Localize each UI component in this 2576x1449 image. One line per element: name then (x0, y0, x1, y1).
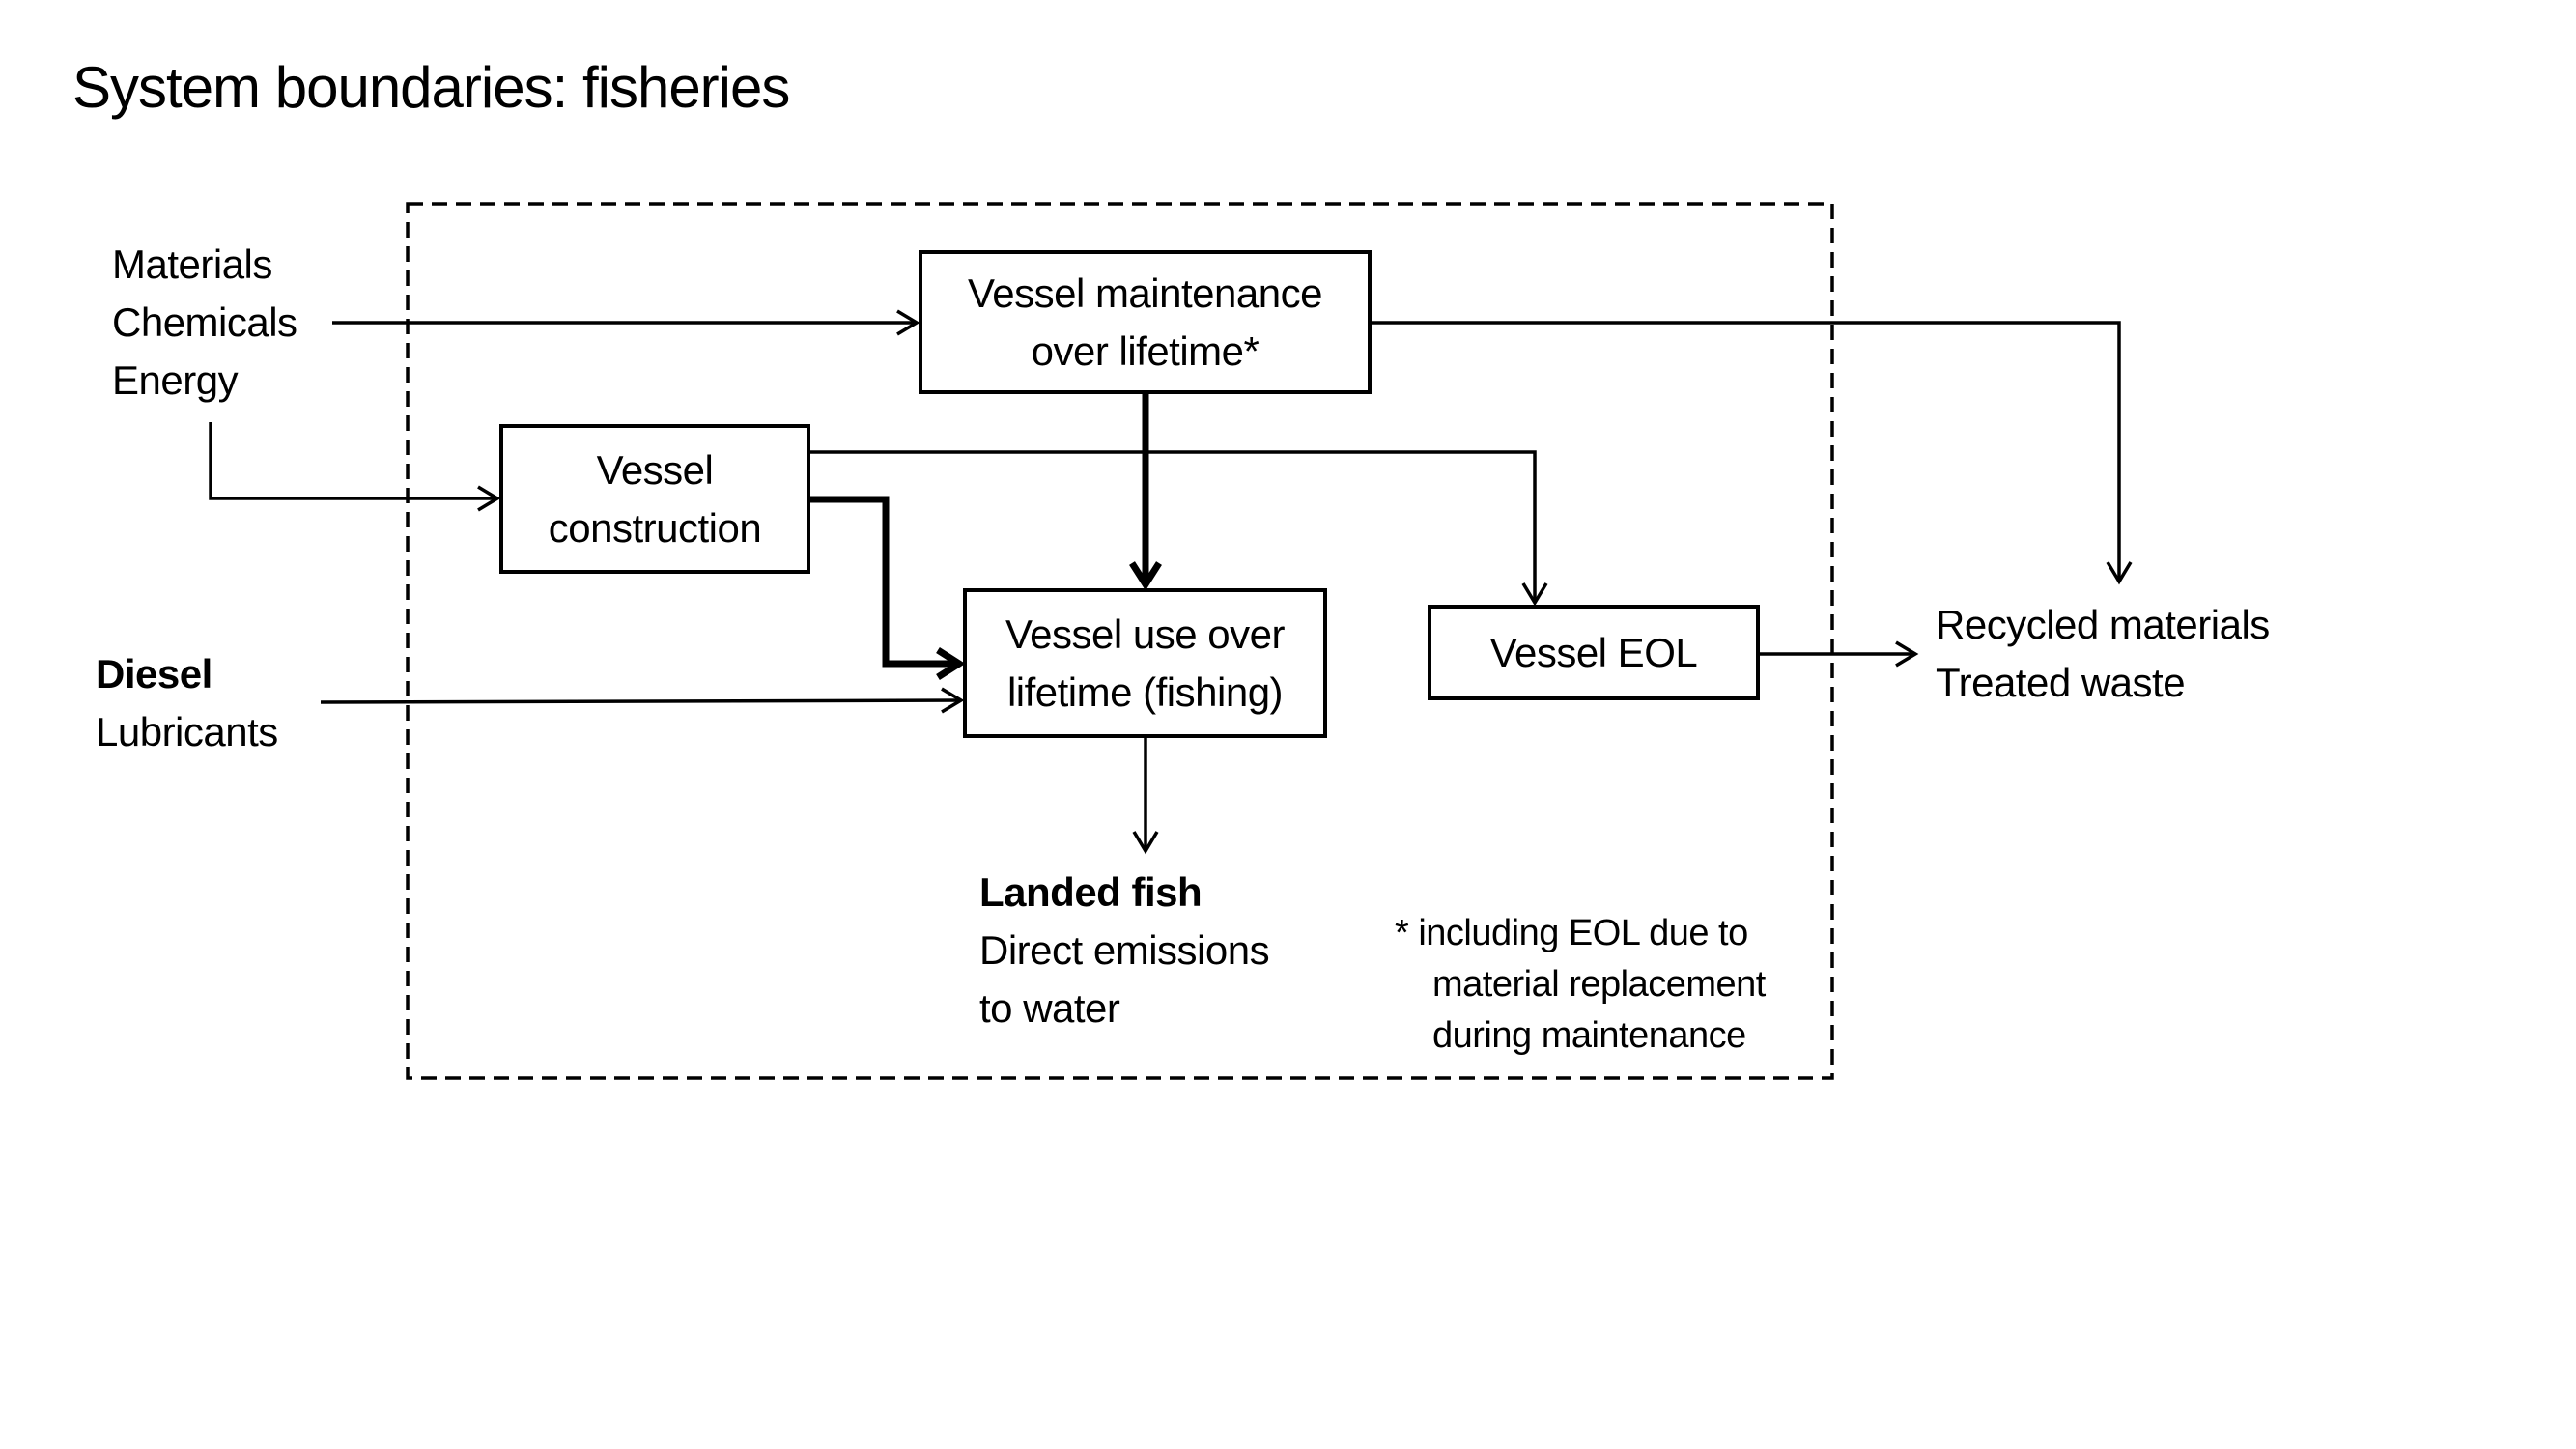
output-to-water: to water (979, 985, 1120, 1031)
output-recycled-materials: Recycled materials (1936, 602, 2270, 647)
footnote-line1: * including EOL due to (1395, 913, 1748, 953)
arrow-construction-to-eol (810, 450, 1548, 607)
footnote-line3: during maintenance (1432, 1015, 1746, 1056)
process-vessel-eol: Vessel EOL (1428, 605, 1760, 700)
input-materials: Materials (112, 242, 272, 287)
input-diesel: Diesel (96, 651, 212, 696)
process-vessel-maintenance: Vessel maintenance over lifetime* (919, 250, 1372, 394)
input-energy: Energy (112, 357, 239, 403)
arrow-maintenance-to-waste (1372, 321, 2133, 585)
footnote-line2: material replacement (1432, 964, 1766, 1005)
process-vessel-maintenance-line2: over lifetime* (1031, 327, 1260, 374)
process-vessel-use-line2: lifetime (fishing) (1006, 668, 1284, 715)
input-lubricants: Lubricants (96, 709, 278, 754)
process-vessel-use: Vessel use over lifetime (fishing) (963, 588, 1327, 738)
diagram-title: System boundaries: fisheries (72, 55, 790, 120)
output-treated-waste: Treated waste (1936, 660, 2186, 705)
process-vessel-construction-line1: Vessel (596, 446, 714, 493)
arrow-construction-to-use (810, 496, 966, 680)
process-vessel-use-line1: Vessel use over (1005, 611, 1286, 657)
arrow-diesel-to-use (320, 687, 965, 714)
system-boundary (406, 202, 1834, 1080)
process-vessel-eol-label: Vessel EOL (1489, 629, 1698, 675)
arrow-energy-to-construction (209, 422, 501, 512)
process-vessel-construction: Vessel construction (499, 424, 810, 574)
process-vessel-maintenance-line1: Vessel maintenance (968, 270, 1322, 316)
input-chemicals: Chemicals (112, 299, 297, 345)
output-landed-fish: Landed fish (979, 869, 1203, 915)
output-direct-emissions: Direct emissions (979, 927, 1270, 973)
process-vessel-construction-line2: construction (548, 504, 762, 551)
